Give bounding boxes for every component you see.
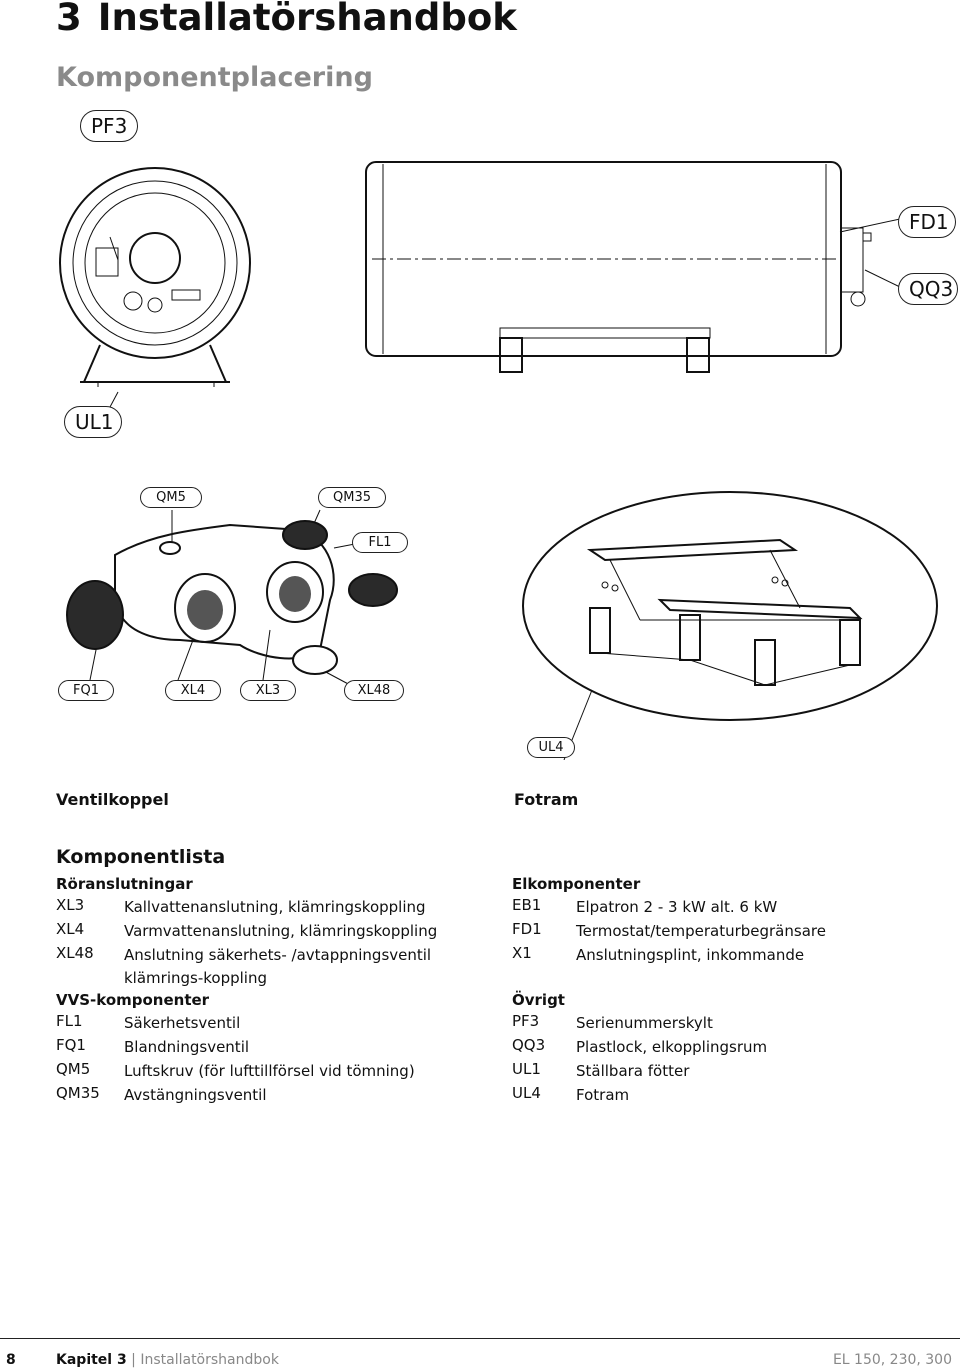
footer-divider [0, 1338, 960, 1371]
item-code: QM35 [56, 1084, 100, 1102]
callout-qq3: QQ3 [898, 273, 958, 305]
chapter-number: 3 [56, 0, 82, 39]
footer-chapter-label: Kapitel 3 [56, 1352, 127, 1368]
fd1-leader [839, 218, 901, 233]
tank-side-view [365, 161, 872, 373]
item-code: X1 [512, 944, 532, 962]
list-item: PF3 Serienummerskylt [512, 1012, 956, 1035]
valve-body [66, 520, 398, 675]
item-desc: Plastlock, elkopplingsrum [576, 1038, 768, 1056]
footer-chapter: Kapitel 3 | Installatörshandbok [56, 1352, 279, 1368]
item-desc: Anslutningsplint, inkommande [576, 946, 805, 964]
section-elkomponenter: Elkomponenter [512, 875, 641, 893]
item-code: QQ3 [512, 1036, 546, 1054]
page-number: 8 [6, 1352, 16, 1368]
footer-model: EL 150, 230, 300 [832, 1352, 952, 1368]
item-desc: Blandningsventil [124, 1038, 250, 1056]
chapter-title: Installatörshandbok [97, 0, 517, 39]
tank-drawing [59, 161, 901, 408]
item-code: UL4 [512, 1084, 541, 1102]
list-item: EB1 Elpatron 2 - 3 kW alt. 6 kW [512, 896, 956, 919]
callout-qm35: QM35 [318, 487, 386, 508]
callout-xl48: XL48 [344, 680, 404, 701]
item-desc: Säkerhetsventil [124, 1014, 241, 1032]
section-title: Komponentplacering [56, 62, 373, 93]
item-code: XL3 [56, 896, 85, 914]
item-code: FL1 [56, 1012, 83, 1030]
callout-ul4: UL4 [527, 737, 575, 758]
list-item: QM35 Avstängningsventil [56, 1084, 504, 1107]
item-code: FQ1 [56, 1036, 86, 1054]
list-item: UL4 Fotram [512, 1084, 956, 1107]
item-code: PF3 [512, 1012, 540, 1030]
list-item: FL1 Säkerhetsventil [56, 1012, 504, 1035]
item-desc: Elpatron 2 - 3 kW alt. 6 kW [576, 898, 778, 916]
chapter-heading: 3 Installatörshandbok [56, 0, 517, 39]
footer-chapter-name: Installatörshandbok [140, 1352, 279, 1368]
caption-ventilkoppel: Ventilkoppel [56, 790, 169, 809]
item-code: XL48 [56, 944, 94, 962]
caption-fotram: Fotram [514, 790, 579, 809]
item-desc: Varmvattenanslutning, klämringskoppling [124, 922, 438, 940]
callout-qm5: QM5 [140, 487, 202, 508]
item-desc: Termostat/temperaturbegränsare [576, 922, 826, 940]
item-code: FD1 [512, 920, 542, 938]
item-desc: Kallvattenanslutning, klämringskoppling [124, 898, 426, 916]
section-ovrigt: Övrigt [512, 991, 565, 1009]
list-item: QQ3 Plastlock, elkopplingsrum [512, 1036, 956, 1059]
list-item: UL1 Ställbara fötter [512, 1060, 956, 1083]
callout-fl1: FL1 [352, 532, 408, 553]
valve-assembly-drawing [66, 509, 398, 687]
callout-fd1: FD1 [898, 206, 956, 238]
list-item: FQ1 Blandningsventil [56, 1036, 504, 1059]
callout-xl4: XL4 [165, 680, 221, 701]
list-item: XL4 Varmvattenanslutning, klämringskoppl… [56, 920, 504, 943]
list-item: XL3 Kallvattenanslutning, klämringskoppl… [56, 896, 504, 919]
section-roranslutningar: Röranslutningar [56, 875, 193, 893]
item-code: XL4 [56, 920, 85, 938]
item-code: EB1 [512, 896, 542, 914]
list-item: QM5 Luftskruv (för lufttillförsel vid tö… [56, 1060, 504, 1083]
section-vvs: VVS-komponenter [56, 991, 210, 1009]
item-desc: Ställbara fötter [576, 1062, 690, 1080]
tank-front-view [59, 167, 251, 387]
callout-xl3: XL3 [240, 680, 296, 701]
item-code: UL1 [512, 1060, 541, 1078]
list-item: X1 Anslutningsplint, inkommande [512, 944, 956, 967]
item-desc: Anslutning säkerhets- /avtappningsventil… [124, 946, 432, 987]
item-desc: Avstängningsventil [124, 1086, 267, 1104]
qq3-leader [864, 269, 901, 288]
ul1-leader [109, 391, 119, 408]
footer-separator: | [131, 1352, 136, 1368]
callout-fq1: FQ1 [58, 680, 114, 701]
list-item: XL48 Anslutning säkerhets- /avtappningsv… [56, 944, 504, 990]
item-desc: Fotram [576, 1086, 630, 1104]
callout-pf3: PF3 [80, 110, 138, 142]
component-list-title: Komponentlista [56, 846, 226, 868]
item-desc: Luftskruv (för lufttillförsel vid tömnin… [124, 1062, 415, 1080]
foot-frame-drawing [522, 491, 938, 760]
item-code: QM5 [56, 1060, 91, 1078]
item-desc: Serienummerskylt [576, 1014, 713, 1032]
list-item: FD1 Termostat/temperaturbegränsare [512, 920, 956, 943]
callout-ul1: UL1 [64, 406, 122, 438]
